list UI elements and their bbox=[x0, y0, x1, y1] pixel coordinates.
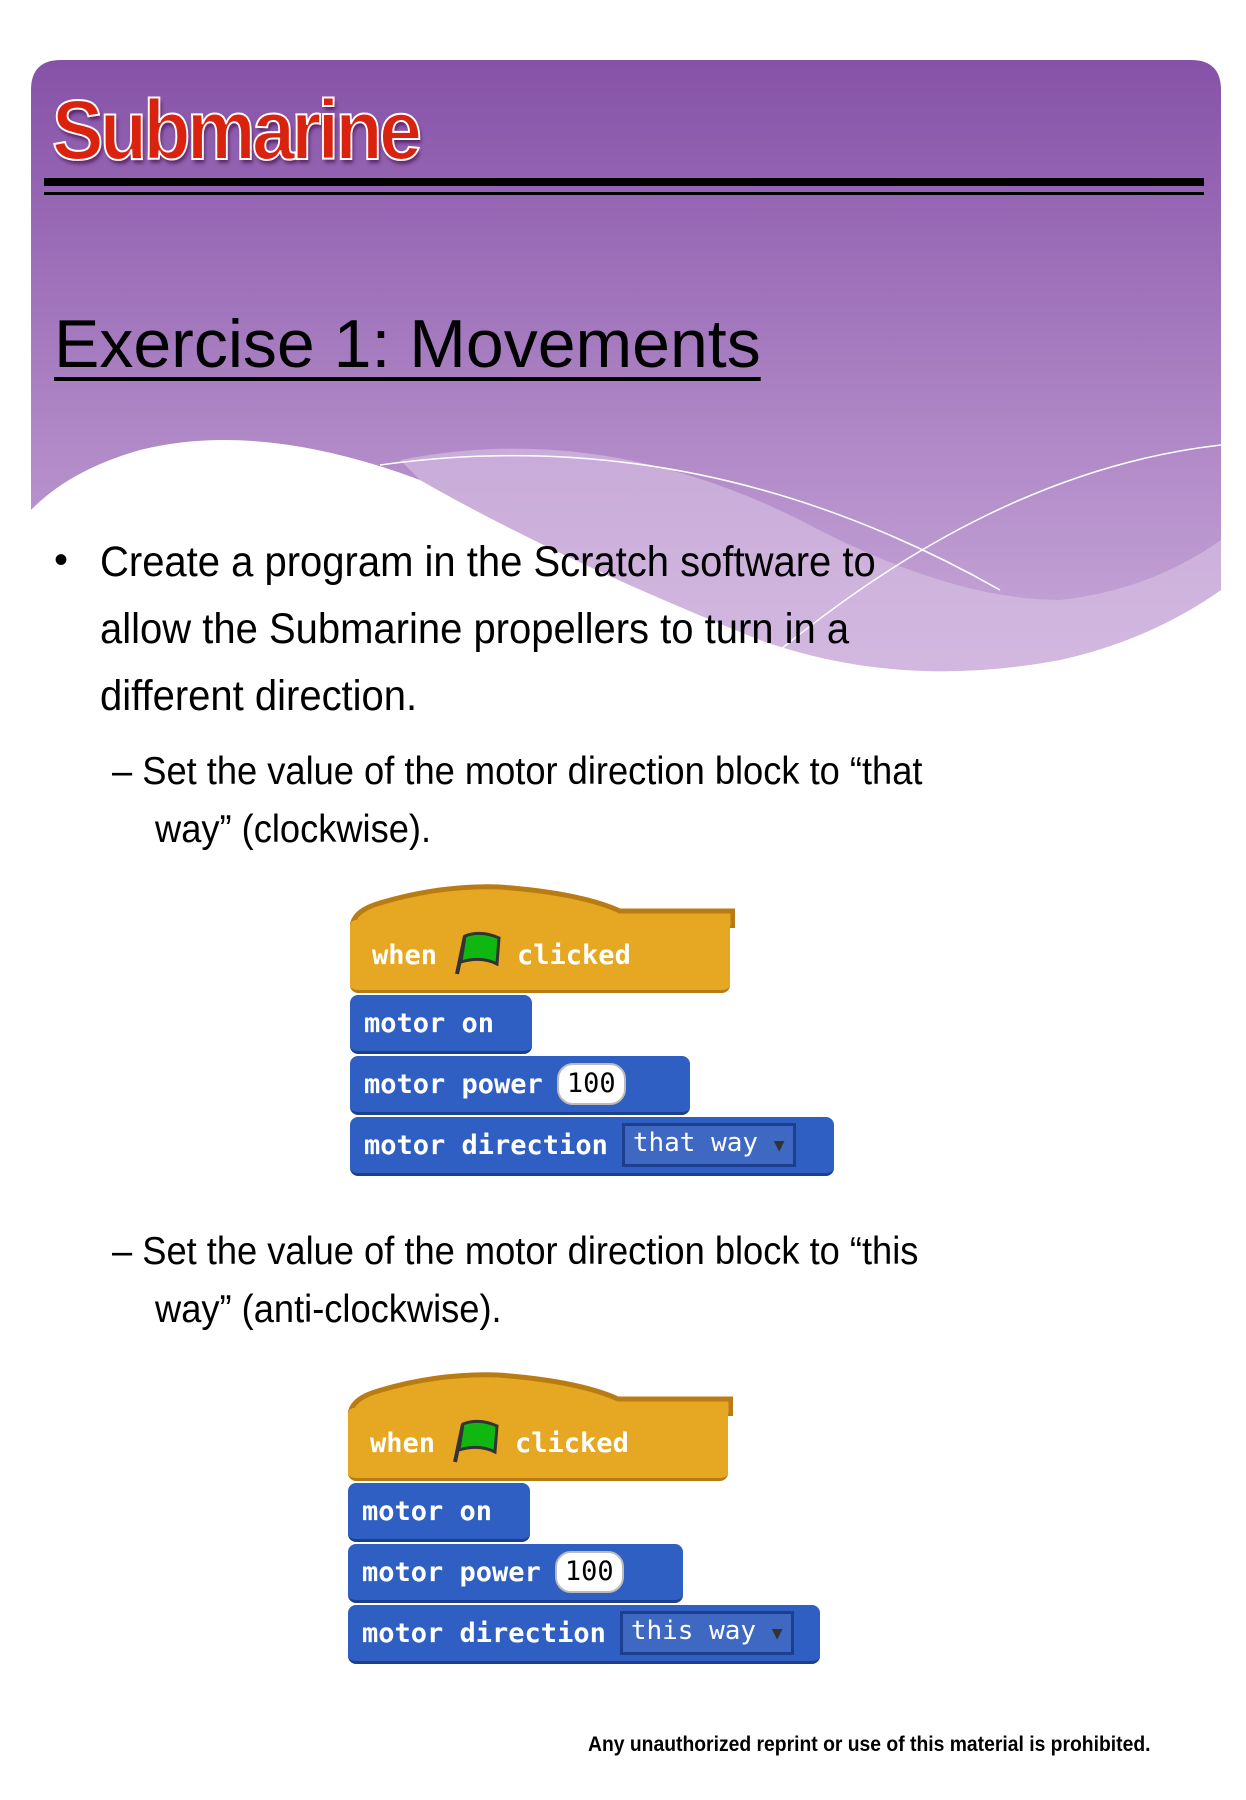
clicked-label: clicked bbox=[515, 1427, 629, 1459]
page-title: Exercise 1: Movements bbox=[54, 306, 761, 382]
green-flag-icon bbox=[449, 1416, 501, 1471]
sub-bullet-line: – Set the value of the motor direction b… bbox=[112, 750, 923, 793]
green-flag-icon bbox=[451, 928, 503, 983]
direction-dropdown[interactable]: that way ▼ bbox=[621, 1123, 796, 1167]
hat-top bbox=[350, 884, 735, 928]
bullet-line: allow the Submarine propellers to turn i… bbox=[100, 605, 850, 653]
block-label: motor on bbox=[364, 1007, 495, 1039]
logo-title: Submarine bbox=[51, 83, 423, 177]
hat-top bbox=[348, 1372, 733, 1416]
bullet-line: different direction. bbox=[100, 672, 418, 720]
sub-bullet-line: way” (anti-clockwise). bbox=[155, 1288, 502, 1331]
block-label: motor on bbox=[362, 1495, 493, 1527]
header-background bbox=[31, 60, 1222, 672]
motor-power-block[interactable]: motor power 100 bbox=[348, 1544, 683, 1603]
divider-thin bbox=[44, 192, 1204, 195]
when-flag-clicked-block[interactable]: when clicked bbox=[350, 920, 730, 993]
motor-on-block[interactable]: motor on bbox=[348, 1483, 530, 1542]
when-label: when bbox=[370, 1427, 436, 1459]
block-label: motor power bbox=[364, 1068, 543, 1100]
dropdown-arrow-icon: ▼ bbox=[773, 1135, 785, 1156]
scratch-script-anticlockwise: when clicked motor on motor power 100 moto… bbox=[348, 1371, 868, 1691]
divider-thick bbox=[44, 178, 1204, 186]
bullet-line: Create a program in the Scratch software… bbox=[100, 538, 876, 586]
dropdown-value: this way bbox=[630, 1616, 757, 1646]
when-label: when bbox=[372, 939, 438, 971]
sub-bullet-line: – Set the value of the motor direction b… bbox=[112, 1230, 919, 1273]
dropdown-value: that way bbox=[632, 1128, 759, 1158]
power-input[interactable]: 100 bbox=[554, 1551, 624, 1593]
direction-dropdown[interactable]: this way ▼ bbox=[619, 1611, 794, 1655]
power-input[interactable]: 100 bbox=[556, 1063, 626, 1105]
clicked-label: clicked bbox=[517, 939, 631, 971]
block-label: motor power bbox=[362, 1556, 541, 1588]
block-label: motor direction bbox=[362, 1617, 606, 1649]
scratch-script-clockwise: when clicked motor on motor power 100 moto… bbox=[350, 883, 870, 1203]
motor-direction-block[interactable]: motor direction that way ▼ bbox=[350, 1117, 834, 1176]
bullet-icon: • bbox=[54, 538, 69, 582]
copyright-notice: Any unauthorized reprint or use of this … bbox=[588, 1733, 1151, 1756]
when-flag-clicked-block[interactable]: when clicked bbox=[348, 1408, 728, 1481]
dropdown-arrow-icon: ▼ bbox=[771, 1623, 783, 1644]
sub-bullet-line: way” (clockwise). bbox=[155, 808, 432, 851]
motor-direction-block[interactable]: motor direction this way ▼ bbox=[348, 1605, 820, 1664]
block-label: motor direction bbox=[364, 1129, 608, 1161]
motor-on-block[interactable]: motor on bbox=[350, 995, 532, 1054]
motor-power-block[interactable]: motor power 100 bbox=[350, 1056, 690, 1115]
